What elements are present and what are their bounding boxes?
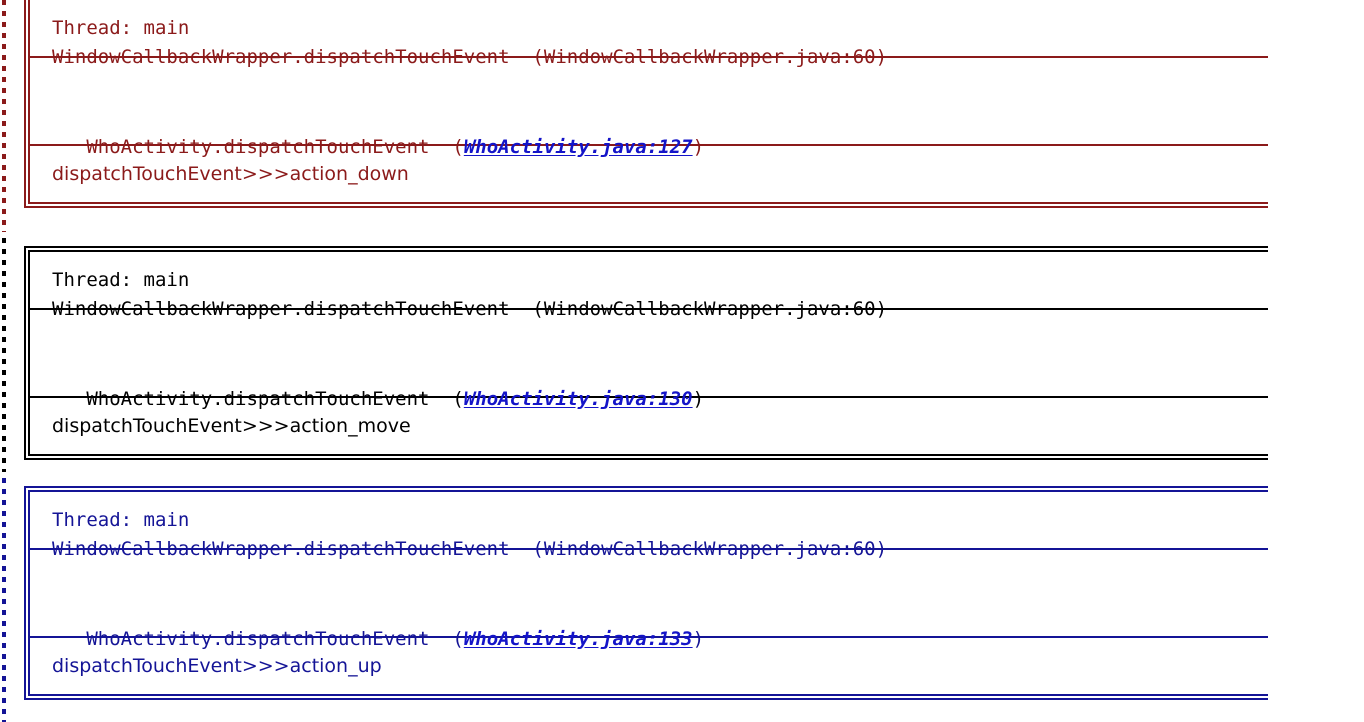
thread-row: Thread: main bbox=[30, 492, 1268, 548]
gutter-rail-up bbox=[2, 478, 6, 722]
action-message-row: dispatchTouchEvent>>>action_move bbox=[30, 396, 1268, 454]
stacktrace-line-1: WindowCallbackWrapper.dispatchTouchEvent… bbox=[52, 538, 888, 560]
stacktrace-row: WindowCallbackWrapper.dispatchTouchEvent… bbox=[30, 298, 1268, 410]
log-group-action-up: Thread: main WindowCallbackWrapper.dispa… bbox=[24, 486, 1268, 700]
log-group-inner: Thread: main WindowCallbackWrapper.dispa… bbox=[28, 0, 1268, 204]
stacktrace-row: WindowCallbackWrapper.dispatchTouchEvent… bbox=[30, 538, 1268, 650]
log-group-action-move: Thread: main WindowCallbackWrapper.dispa… bbox=[24, 246, 1268, 460]
source-link-whoactivity[interactable]: WhoActivity.java:130 bbox=[463, 388, 693, 410]
action-message: dispatchTouchEvent>>>action_down bbox=[52, 163, 409, 185]
stacktrace-line-2-prefix: WhoActivity.dispatchTouchEvent ( bbox=[52, 388, 464, 410]
log-group-inner: Thread: main WindowCallbackWrapper.dispa… bbox=[28, 250, 1268, 456]
gutter-rail-down bbox=[2, 0, 6, 232]
stacktrace-row: WindowCallbackWrapper.dispatchTouchEvent… bbox=[30, 46, 1268, 158]
stacktrace-block: WindowCallbackWrapper.dispatchTouchEvent… bbox=[52, 234, 887, 474]
stacktrace-block: WindowCallbackWrapper.dispatchTouchEvent… bbox=[52, 0, 887, 222]
stacktrace-line-2-suffix: ) bbox=[692, 136, 705, 158]
stacktrace-line-2-prefix: WhoActivity.dispatchTouchEvent ( bbox=[52, 628, 464, 650]
log-group-inner: Thread: main WindowCallbackWrapper.dispa… bbox=[28, 490, 1268, 696]
action-message-row: dispatchTouchEvent>>>action_up bbox=[30, 636, 1268, 694]
thread-label: Thread: main bbox=[52, 509, 190, 531]
stacktrace-line-2: WhoActivity.dispatchTouchEvent (WhoActiv… bbox=[52, 624, 887, 654]
action-message: dispatchTouchEvent>>>action_move bbox=[52, 415, 411, 437]
action-message-row: dispatchTouchEvent>>>action_down bbox=[30, 144, 1268, 202]
stacktrace-line-2-prefix: WhoActivity.dispatchTouchEvent ( bbox=[52, 136, 464, 158]
stacktrace-line-2-suffix: ) bbox=[692, 628, 705, 650]
source-link-whoactivity[interactable]: WhoActivity.java:133 bbox=[463, 628, 693, 650]
stacktrace-line-2: WhoActivity.dispatchTouchEvent (WhoActiv… bbox=[52, 384, 887, 414]
stacktrace-line-2-suffix: ) bbox=[692, 388, 705, 410]
thread-row: Thread: main bbox=[30, 0, 1268, 56]
thread-label: Thread: main bbox=[52, 269, 190, 291]
thread-label: Thread: main bbox=[52, 17, 190, 39]
gutter-rail-move bbox=[2, 238, 6, 472]
thread-row: Thread: main bbox=[30, 252, 1268, 308]
stacktrace-line-1: WindowCallbackWrapper.dispatchTouchEvent… bbox=[52, 46, 888, 68]
source-link-whoactivity[interactable]: WhoActivity.java:127 bbox=[463, 136, 693, 158]
stacktrace-block: WindowCallbackWrapper.dispatchTouchEvent… bbox=[52, 474, 887, 714]
action-message: dispatchTouchEvent>>>action_up bbox=[52, 655, 382, 677]
stacktrace-line-2: WhoActivity.dispatchTouchEvent (WhoActiv… bbox=[52, 132, 887, 162]
stacktrace-line-1: WindowCallbackWrapper.dispatchTouchEvent… bbox=[52, 298, 888, 320]
log-group-action-down: Thread: main WindowCallbackWrapper.dispa… bbox=[24, 0, 1268, 208]
